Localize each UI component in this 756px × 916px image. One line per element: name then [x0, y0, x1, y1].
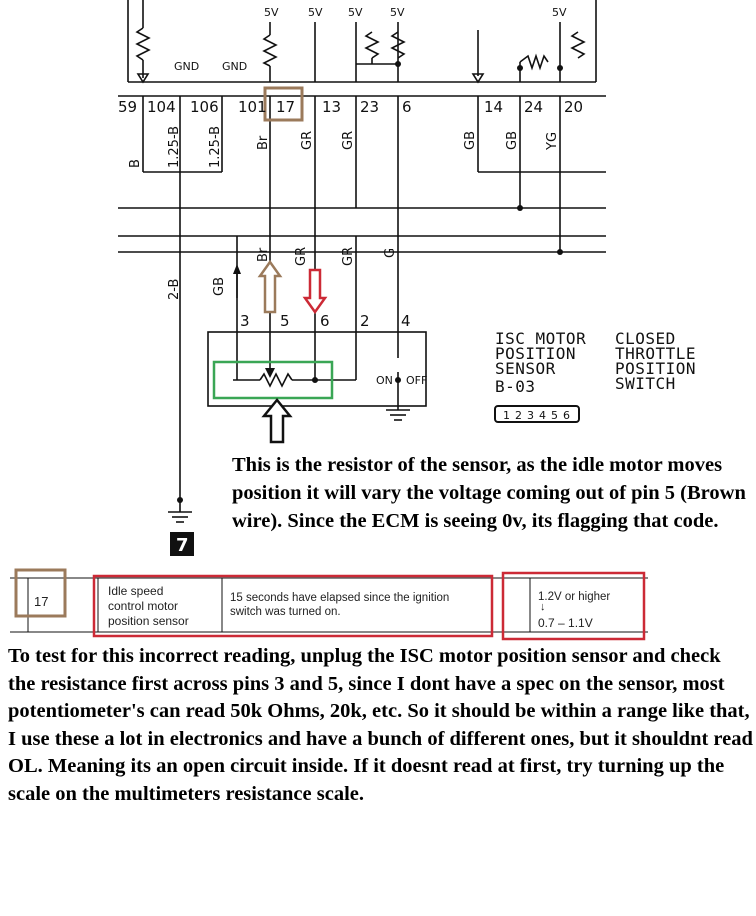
switch-on-label: ON	[376, 374, 393, 387]
sensor-pin: 4	[401, 312, 411, 330]
wire-code: Br	[256, 247, 271, 262]
connector-pin: 106	[190, 98, 219, 116]
wire-code: GB	[212, 277, 227, 296]
voltage-label: 5V	[264, 6, 279, 19]
wire-code: B	[128, 159, 143, 168]
resistor-highlight	[212, 360, 334, 400]
resistor-pointer-arrow	[261, 398, 293, 444]
pin17-highlight	[263, 86, 304, 122]
description-highlight	[92, 574, 494, 638]
sensor-pin: 6	[320, 312, 330, 330]
connector-digit: 1	[503, 409, 510, 422]
isc-label-line: B-03	[495, 377, 536, 396]
wire-code: GB	[505, 131, 520, 150]
connector-digit: 5	[551, 409, 558, 422]
wire-code: 1.25-B	[167, 126, 182, 168]
resistor-annotation: This is the resistor of the sensor, as t…	[232, 454, 746, 532]
ground-label: GND	[222, 60, 247, 73]
red-wire-arrow	[302, 268, 328, 315]
connector-pin: 14	[484, 98, 503, 116]
switch-label-line: THROTTLE	[615, 344, 696, 363]
sensor-pin: 3	[240, 312, 250, 330]
sensor-pin: 5	[280, 312, 290, 330]
value-highlight	[501, 571, 646, 641]
isc-label-line: POSITION	[495, 344, 576, 363]
connector-b03-graphic	[494, 405, 580, 423]
ground-label: GND	[174, 60, 199, 73]
connector-digit: 4	[539, 409, 546, 422]
connector-pin: 101	[238, 98, 267, 116]
brown-wire-arrow	[257, 259, 283, 314]
item-line: position sensor	[108, 614, 189, 628]
wire-code: GR	[294, 247, 309, 266]
connector-digit: 2	[515, 409, 522, 422]
wire-code: 1.25-B	[208, 126, 223, 168]
switch-label-line: SWITCH	[615, 374, 676, 393]
voltage-label: 5V	[390, 6, 405, 19]
value-low: 0.7 – 1.1V	[538, 616, 593, 630]
connector-pin: 24	[524, 98, 543, 116]
connector-pin: 23	[360, 98, 379, 116]
wire-code: GR	[341, 247, 356, 266]
switch-label-line: POSITION	[615, 359, 696, 378]
wire-code: YG	[545, 132, 560, 151]
wire-code: GB	[463, 131, 478, 150]
test-procedure-annotation: To test for this incorrect reading, unpl…	[8, 645, 753, 805]
isc-label-line: SENSOR	[495, 359, 556, 378]
connector-pin: 6	[402, 98, 412, 116]
wire-code: G	[383, 248, 398, 258]
item-line: Idle speed	[108, 584, 164, 598]
code-highlight	[14, 568, 67, 618]
wire-code: GR	[300, 131, 315, 150]
connector-pin: 59	[118, 98, 137, 116]
ground-badge	[170, 532, 194, 556]
voltage-label: 5V	[348, 6, 363, 19]
condition-line: 15 seconds have elapsed since the igniti…	[230, 592, 450, 604]
connector-pin: 104	[147, 98, 176, 116]
code-cell: 17	[34, 594, 49, 609]
connector-pin: 17	[276, 98, 295, 116]
connector-digit: 6	[563, 409, 570, 422]
ground-badge-label: 7	[176, 535, 189, 556]
voltage-label: 5V	[308, 6, 323, 19]
wire-code: GR	[341, 131, 356, 150]
connector-pin: 13	[322, 98, 341, 116]
value-high: 1.2V or higher	[538, 591, 611, 603]
connector-digit: 3	[527, 409, 534, 422]
connector-pin: 20	[564, 98, 583, 116]
wire-code: 2-B	[167, 279, 182, 300]
voltage-label: 5V	[552, 6, 567, 19]
sensor-pin: 2	[360, 312, 370, 330]
condition-line: switch was turned on.	[230, 606, 341, 618]
item-line: control motor	[108, 599, 179, 613]
wire-code: Br	[256, 135, 271, 150]
switch-off-label: OFF	[406, 374, 427, 387]
value-arrow: ↓	[540, 601, 546, 613]
switch-label-line: CLOSED	[615, 329, 676, 348]
isc-label-line: ISC MOTOR	[495, 329, 586, 348]
